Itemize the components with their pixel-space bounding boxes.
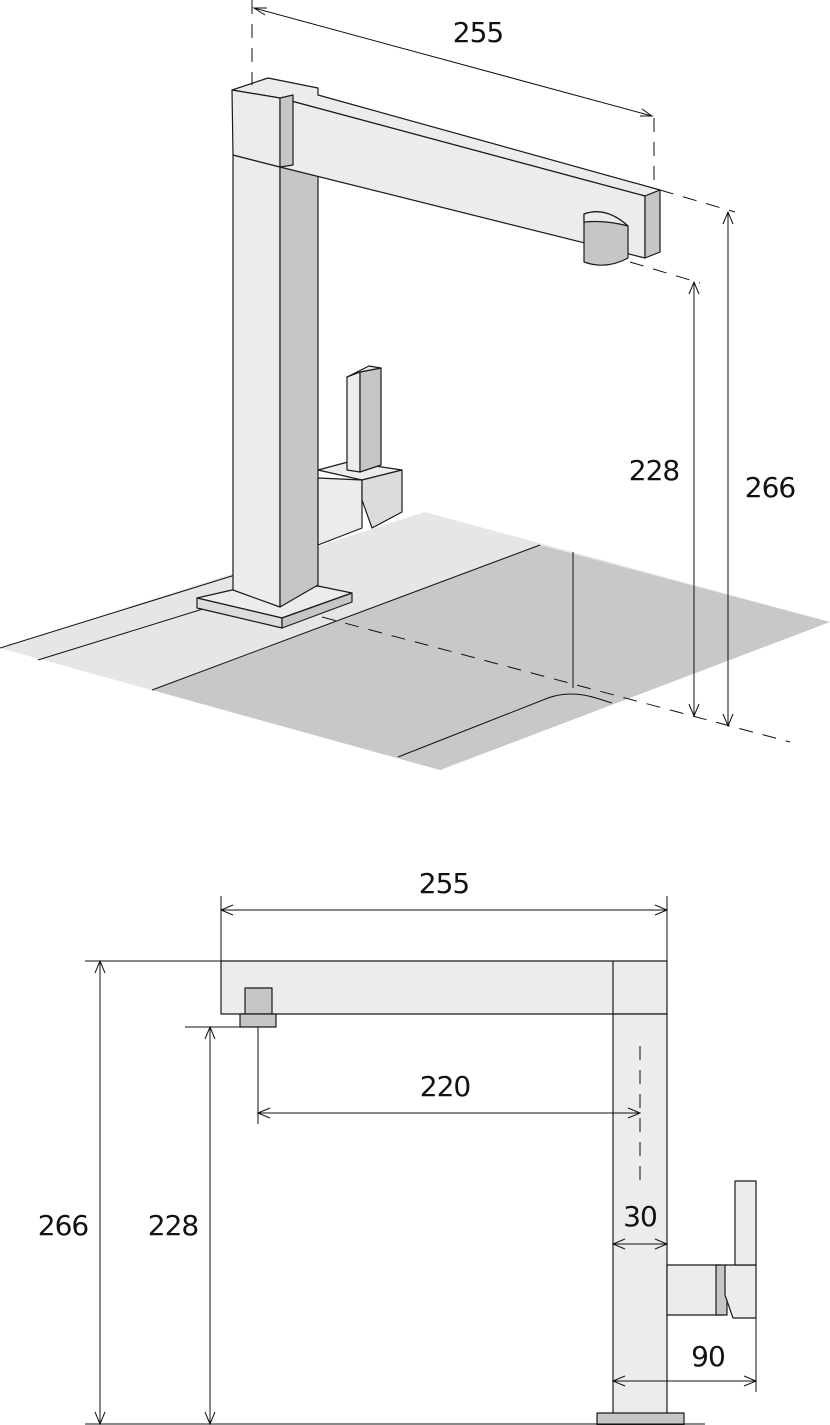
iso-reach-label: 255 (453, 16, 503, 49)
arrowhead-228-top (688, 280, 700, 295)
arrowhead-reach-end (640, 108, 654, 117)
iso-total-height-label: 266 (745, 471, 796, 504)
side-arrow-total-top (94, 959, 106, 974)
side-arrow-depth-left (611, 1375, 626, 1387)
handle-lever-side (359, 367, 382, 473)
iso-outlet-height-label: 228 (629, 454, 679, 487)
aerator-inner (583, 211, 629, 227)
sink-rim-line (151, 544, 541, 691)
side-arrow-outlet-bottom (204, 1411, 216, 1425)
side-offset-label: 220 (420, 1070, 470, 1103)
arrowhead-228-bottom (688, 703, 700, 718)
side-arrow-outlet-top (204, 1025, 216, 1040)
side-handle-cap (724, 1264, 757, 1319)
column-head-side (279, 94, 294, 168)
side-aerator-bottom (239, 1013, 277, 1028)
base-plate-side (281, 592, 353, 629)
side-arrow-depth-right (743, 1375, 758, 1387)
isometric-view: 255 228 266 (0, 0, 830, 770)
side-outlet-height-label: 228 (148, 1209, 198, 1242)
extension-line-base (321, 616, 791, 743)
side-arrow-width-left (611, 1238, 626, 1250)
handle-lever-top (346, 365, 382, 378)
arrowhead-266-top (722, 210, 734, 225)
worktop-line (37, 599, 233, 661)
sink-bottom-edge (397, 693, 613, 758)
side-handle-cartridge (715, 1264, 728, 1316)
side-handle-depth-label: 90 (691, 1340, 725, 1373)
extension-line-aerator (629, 261, 701, 284)
handle-body-front (317, 477, 363, 546)
side-spout-arm (220, 960, 668, 1015)
side-view: 255 220 266 228 30 90 (38, 867, 758, 1425)
dimension-line-reach (253, 7, 653, 117)
column-head-front (231, 89, 281, 168)
worktop-front-edge (0, 574, 236, 649)
extension-line-spout-top (659, 189, 736, 213)
side-handle-lever (734, 1180, 757, 1266)
column-front (232, 154, 281, 608)
side-handle-body (666, 1264, 722, 1316)
side-aerator-top (244, 987, 273, 1015)
side-total-height-label: 266 (38, 1209, 89, 1242)
sink-basin (152, 545, 830, 770)
arrowhead-266-bottom (722, 713, 734, 728)
arrowhead-reach-start (252, 7, 267, 16)
side-arrow-reach-left (219, 904, 234, 916)
side-arrow-width-right (654, 1238, 669, 1250)
side-base-plate (596, 1412, 685, 1425)
side-arrow-offset-left (256, 1107, 271, 1119)
spout-end (644, 189, 661, 259)
side-arrow-offset-right (627, 1107, 642, 1119)
side-column-width-label: 30 (623, 1200, 657, 1233)
handle-body-side (361, 469, 403, 529)
handle-lever-front (346, 371, 361, 473)
column-side (279, 157, 319, 608)
side-reach-label: 255 (419, 867, 469, 900)
side-arrow-total-bottom (94, 1411, 106, 1425)
side-arrow-reach-right (654, 904, 669, 916)
